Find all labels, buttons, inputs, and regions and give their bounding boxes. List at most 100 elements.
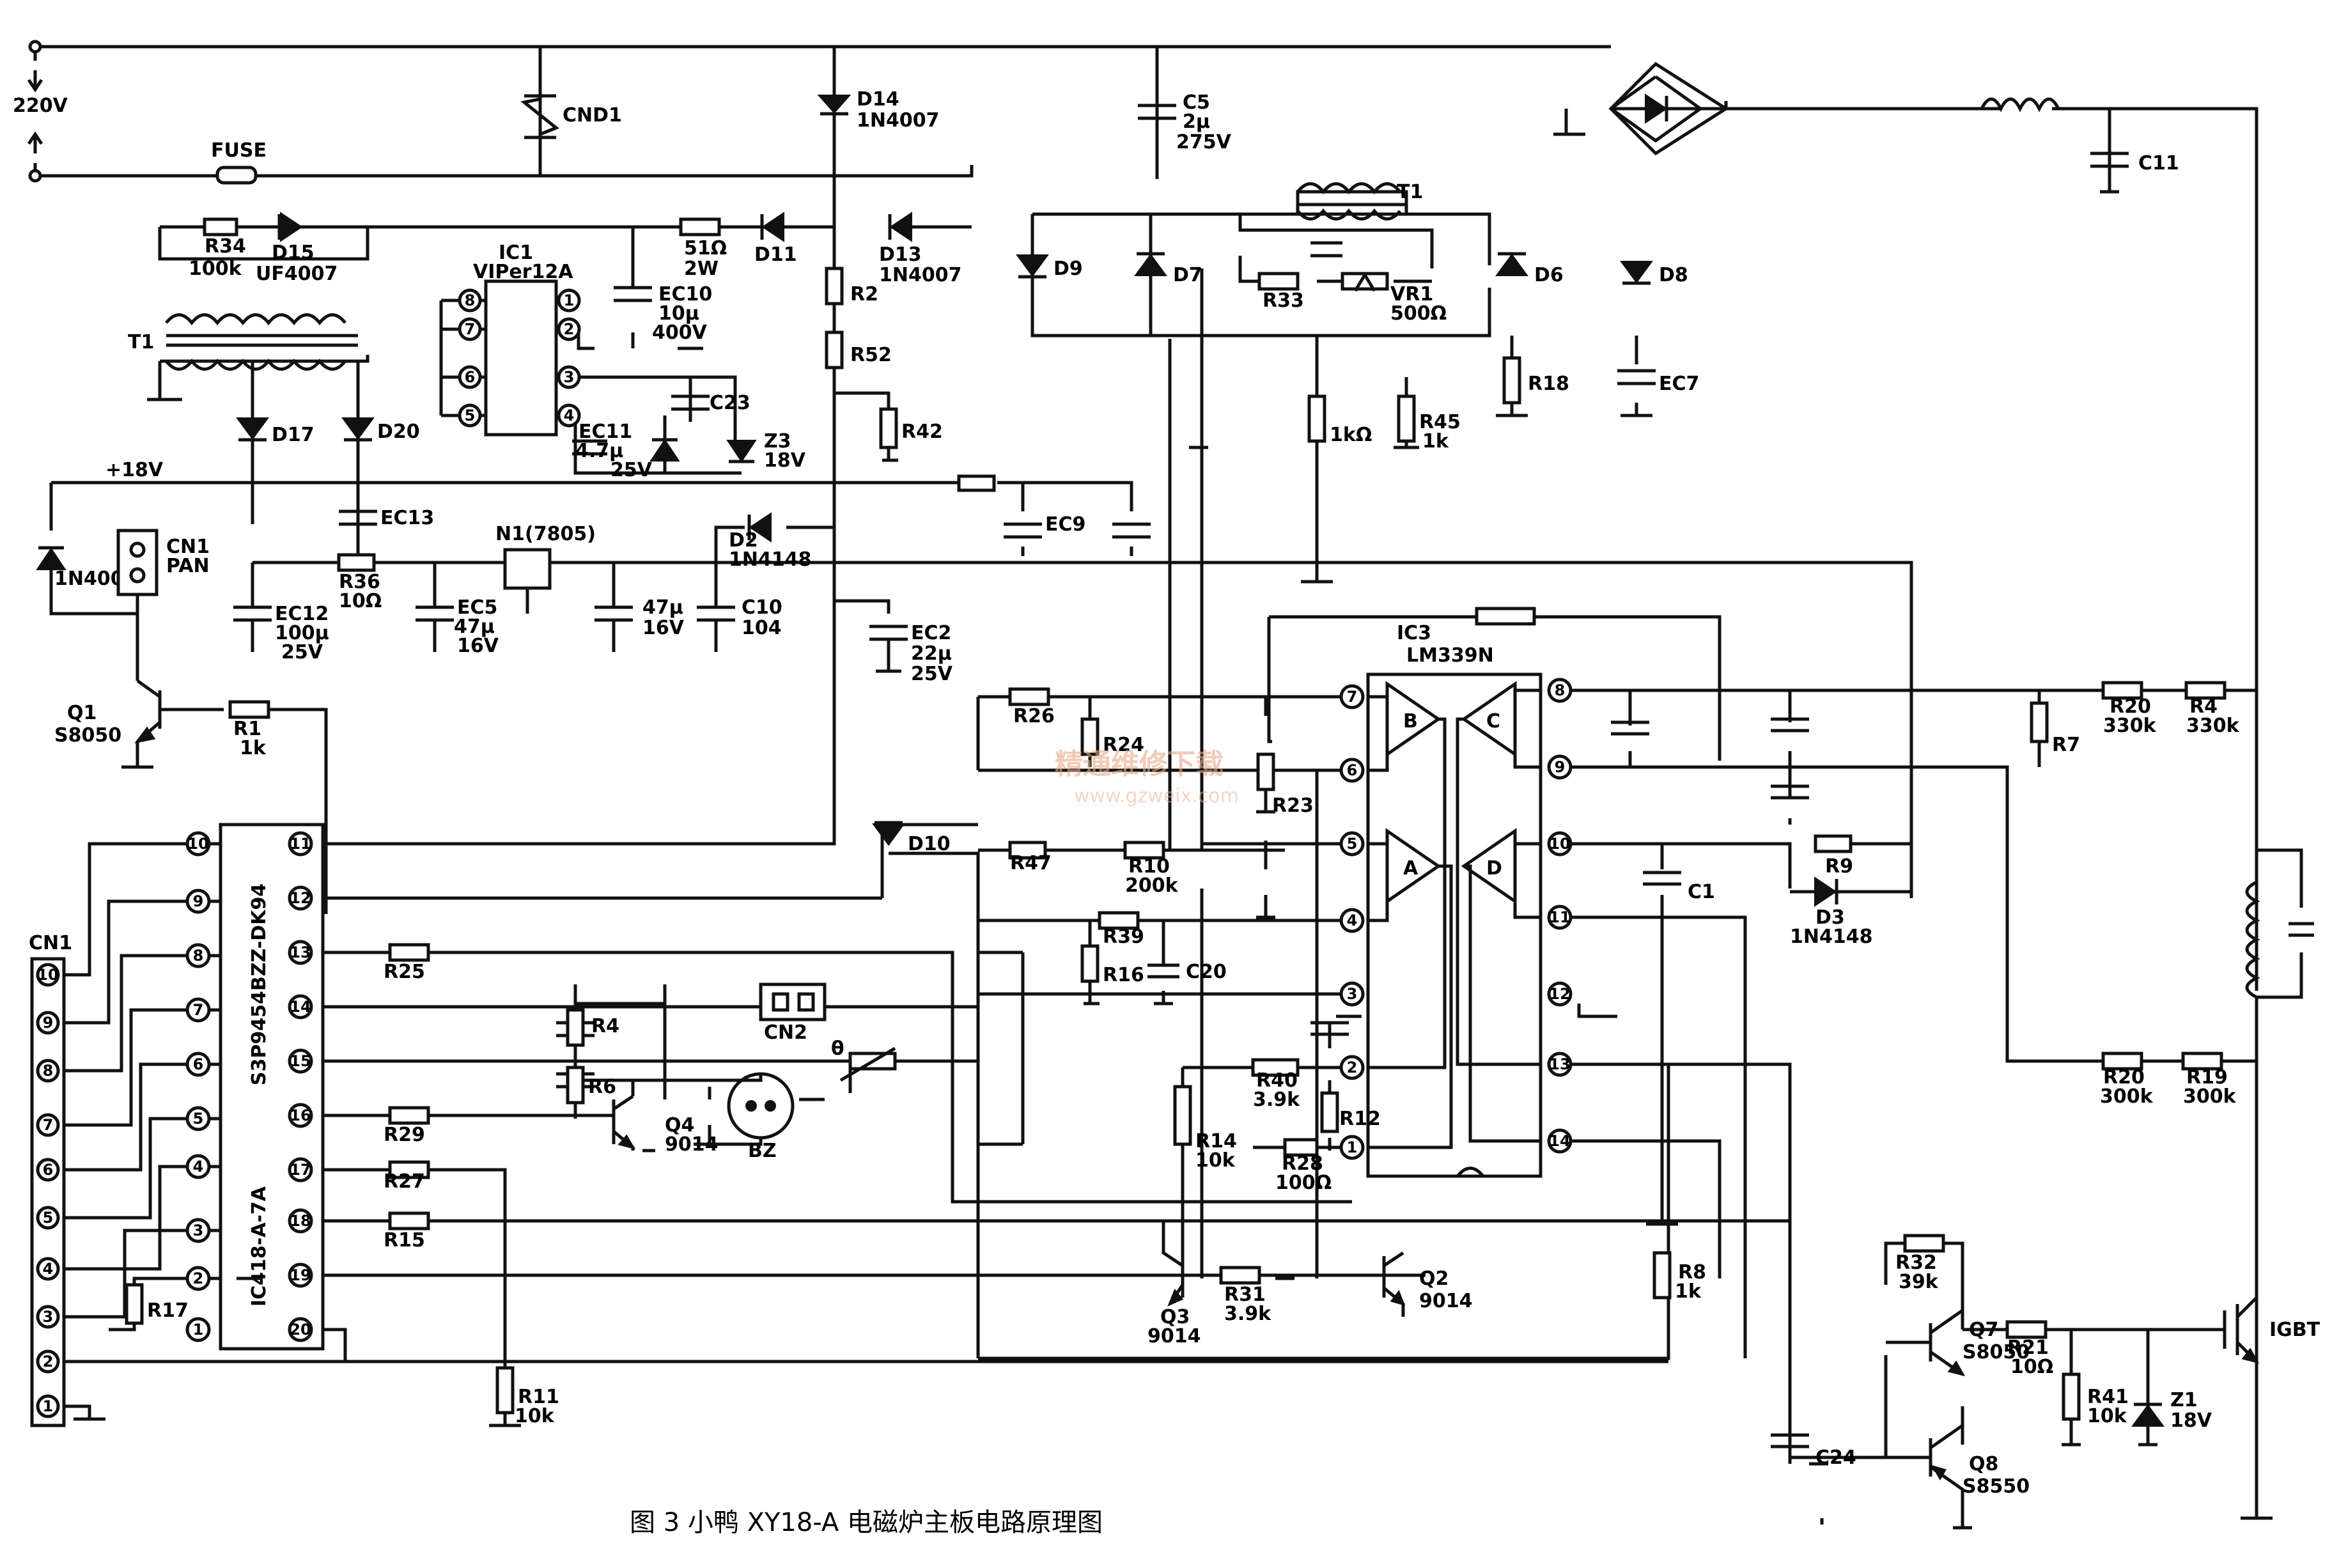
svg-text:14: 14	[290, 998, 311, 1016]
svg-text:9: 9	[1555, 758, 1566, 776]
q3-ref: Q3	[1160, 1306, 1190, 1328]
ec13-label: EC13	[380, 507, 434, 529]
comp-d: D	[1486, 857, 1502, 880]
comp-a: A	[1403, 857, 1419, 880]
q3-val: 9014	[1147, 1325, 1201, 1347]
d7-ref: D7	[1173, 264, 1202, 286]
svg-text:8: 8	[43, 1062, 54, 1080]
r42-resistor: R42	[879, 407, 943, 449]
q8-transistor: Q8 S8550	[1886, 1424, 2030, 1509]
ic1-ref: IC1	[499, 242, 533, 264]
cnd1-label: CND1	[563, 104, 622, 127]
svg-text:18: 18	[290, 1212, 311, 1230]
ec7-ref: EC7	[1659, 373, 1699, 395]
q1-ref: Q1	[67, 702, 97, 724]
z1-zener: Z1 18V	[2131, 1389, 2212, 1432]
svg-text:3: 3	[193, 1222, 204, 1239]
z1-val: 18V	[2170, 1409, 2212, 1432]
ic1-val: VIPer12A	[473, 261, 573, 283]
r1-ref: R1	[233, 718, 261, 740]
r4b-ref: R4	[591, 1015, 619, 1037]
c11-label: C11	[2138, 152, 2179, 175]
d20-ref: D20	[377, 421, 420, 443]
svg-text:10: 10	[1549, 835, 1570, 853]
d6-ref: D6	[1534, 264, 1564, 286]
r14-val: 10k	[1195, 1149, 1236, 1172]
r51-val: 51Ω	[684, 237, 727, 260]
r2-resistor: R2	[825, 267, 878, 306]
r39-resistor: R39	[1098, 911, 1144, 948]
r32-ref: R32	[1895, 1252, 1937, 1274]
r27-ref: R27	[384, 1170, 425, 1193]
r20b-ref: R20	[2103, 1066, 2145, 1089]
q7-ref: Q7	[1969, 1319, 1998, 1341]
r14-ref: R14	[1195, 1130, 1237, 1153]
r4a-resistor: R4 330k	[2184, 681, 2240, 737]
r4b-resistor: R4	[566, 1008, 619, 1047]
ec9-label: EC9	[1045, 513, 1085, 536]
r18-ref: R18	[1528, 373, 1569, 395]
t1-left-transformer: T1	[128, 313, 358, 371]
r6-resistor: R6	[566, 1066, 616, 1105]
r34-val: 100k	[189, 258, 242, 280]
r26-resistor: R26	[1008, 687, 1055, 727]
z3-ref: Z3	[764, 430, 791, 453]
svg-text:13: 13	[290, 943, 311, 961]
r40-ref: R40	[1256, 1069, 1298, 1092]
r4a-ref: R4	[2189, 695, 2218, 718]
ec2-cap: 22μ	[911, 642, 952, 665]
c5-capacitor: C5 2μ 275V	[1138, 91, 1232, 153]
q8-ref: Q8	[1969, 1453, 1998, 1475]
svg-text:12: 12	[290, 889, 311, 907]
ec10-capacitor: EC10 10μ 400V	[614, 283, 712, 344]
r51-power: 2W	[684, 258, 719, 280]
n1-7805-regulator: N1(7805)	[495, 523, 596, 590]
ec11-cap: 4.7μ	[575, 440, 623, 462]
svg-text:3: 3	[43, 1308, 54, 1326]
ic3-val: LM339N	[1406, 644, 1494, 667]
r11-ref: R11	[518, 1386, 559, 1408]
r36-ref: R36	[339, 571, 380, 593]
svg-text:12: 12	[1549, 985, 1570, 1003]
d11-diode: D11	[754, 212, 797, 266]
c11-capacitor: C11	[2090, 151, 2179, 194]
ec12-capacitor: EC12 100μ 25V	[233, 603, 329, 664]
r32-val: 39k	[1899, 1271, 1939, 1293]
svg-text:4: 4	[564, 407, 575, 424]
r31-ref: R31	[1224, 1284, 1266, 1306]
r25-ref: R25	[384, 961, 425, 983]
cnd1-varistor: CND1	[520, 93, 622, 141]
svg-text:4: 4	[1347, 912, 1358, 929]
plus18v-label: +18V	[105, 459, 164, 481]
d15-val: UF4007	[256, 263, 338, 285]
svg-text:14: 14	[1549, 1132, 1570, 1150]
r29-ref: R29	[384, 1124, 425, 1146]
r27-resistor: R27	[384, 1160, 430, 1193]
d13-ref: D13	[879, 244, 922, 266]
d14-val: 1N4007	[857, 109, 939, 132]
svg-text:2: 2	[193, 1269, 204, 1287]
d8-diode: D8	[1620, 261, 1688, 286]
figure-caption: 图 3 小鸭 XY18-A 电磁炉主板电路原理图	[630, 1508, 1103, 1537]
n1-label: N1(7805)	[495, 523, 596, 545]
r28-val: 100Ω	[1275, 1172, 1332, 1194]
mcu-part-number: S3P9454BZZ-DK94	[248, 883, 270, 1085]
caps-pin8-9	[1611, 717, 1809, 800]
d2-ref: D2	[729, 529, 758, 552]
r1-val: 1k	[240, 737, 267, 759]
d20-diode: D20	[341, 417, 420, 443]
fuse-label: FUSE	[211, 139, 267, 162]
ec7-capacitor: EC7	[1617, 369, 1699, 395]
r16-ref: R16	[1103, 964, 1144, 986]
svg-text:19: 19	[290, 1266, 311, 1284]
c23-label: C23	[710, 392, 750, 414]
svg-text:9: 9	[193, 892, 204, 910]
ec5-volt: 16V	[457, 635, 499, 657]
r8-ref: R8	[1678, 1261, 1706, 1284]
t1-top-transformer: T1	[1296, 181, 1423, 221]
r8-resistor: R8 1k	[1652, 1251, 1706, 1303]
ec2-volt: 25V	[911, 663, 953, 685]
vr1-val: 500Ω	[1390, 302, 1447, 325]
svg-text:6: 6	[1347, 761, 1358, 779]
